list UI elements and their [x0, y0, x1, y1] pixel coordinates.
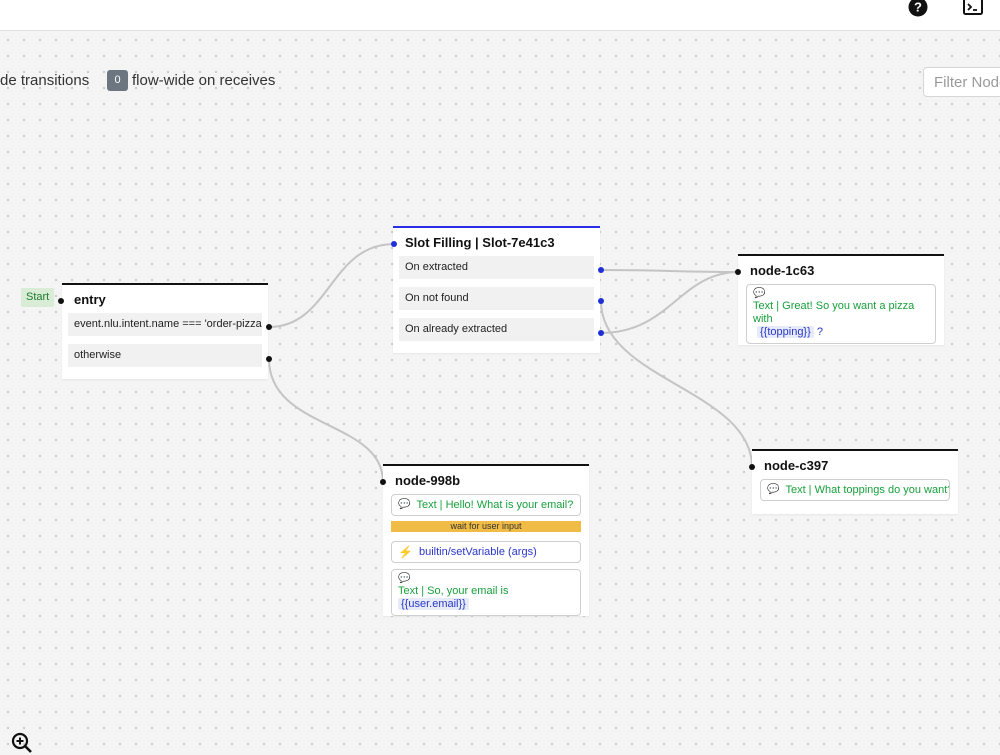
speech-bubble-icon: 💬 [753, 288, 766, 299]
flow-wide-count-badge: 0 [107, 70, 128, 91]
on-not-found-output-handle[interactable] [598, 298, 604, 304]
node-1c63[interactable]: node-1c63 💬 Text | Great! So you want a … [738, 254, 944, 345]
node-title: node-1c63 [750, 263, 815, 278]
node-998b-input-handle[interactable] [380, 479, 386, 485]
node-998b[interactable]: node-998b 💬 Text | Hello! What is your em… [383, 464, 589, 617]
text-content-line: Text | So, your email is [398, 585, 509, 598]
transition-on-not-found[interactable]: On not found [399, 287, 594, 310]
node-header: node-c397 [752, 451, 958, 479]
edge-extracted-to-node-1c63 [600, 269, 740, 273]
on-extracted-output-handle[interactable] [598, 267, 604, 273]
text-content: Text | Hello! What is your email? [416, 499, 574, 511]
text-content-suffix: ? [816, 326, 823, 339]
text-content-card[interactable]: 💬 Text | So, your email is {{user.email}… [391, 569, 581, 617]
text-content-card[interactable]: 💬 Text | Hello! What is your email? [391, 494, 581, 516]
on-already-extracted-output-handle[interactable] [598, 330, 604, 336]
transition-otherwise[interactable]: otherwise [68, 344, 262, 367]
text-content-card[interactable]: 💬 Text | What toppings do you want? [760, 479, 950, 501]
transition-on-already-extracted[interactable]: On already extracted [399, 318, 594, 341]
action-name: builtin/setVariable (args) [418, 546, 537, 558]
svg-text:?: ? [914, 0, 922, 15]
intent-output-handle[interactable] [266, 324, 272, 330]
speech-bubble-icon: 💬 [767, 484, 780, 496]
transition-intent-order-pizza[interactable]: event.nlu.intent.name === 'order-pizza' [68, 313, 262, 336]
node-c397-input-handle[interactable] [749, 464, 755, 470]
transition-on-extracted[interactable]: On extracted [399, 256, 594, 279]
speech-bubble-icon: 💬 [398, 499, 411, 511]
node-header: node-998b [383, 466, 589, 494]
lightning-icon: ⚡ [398, 545, 413, 560]
start-badge: Start [21, 288, 55, 307]
node-c397[interactable]: node-c397 💬 Text | What toppings do you w… [752, 449, 958, 514]
topping-variable: {{topping}} [757, 326, 814, 339]
action-card[interactable]: ⚡ builtin/setVariable (args) [391, 541, 581, 563]
text-content-card[interactable]: 💬 Text | Great! So you want a pizza with… [746, 284, 936, 345]
node-title: node-c397 [764, 458, 829, 473]
edge-already-extracted-to-node-1c63 [600, 271, 740, 334]
entry-input-handle[interactable] [58, 298, 64, 304]
user-email-variable: {{user.email}} [398, 598, 469, 611]
help-icon[interactable]: ? [907, 0, 929, 18]
filter-nodes-input[interactable] [923, 67, 1000, 97]
text-content: Text | What toppings do you want? [785, 484, 950, 496]
node-title: entry [74, 292, 106, 307]
zoom-in-icon[interactable] [10, 731, 34, 755]
edge-otherwise-to-node-998b [268, 358, 384, 483]
slot-input-handle[interactable] [391, 241, 397, 247]
node-title: node-998b [395, 473, 461, 488]
top-bar: ? [0, 0, 1000, 31]
speech-bubble-icon: 💬 [398, 573, 411, 584]
node-slot-filling[interactable]: Slot Filling | Slot-7e41c3 On extracted … [393, 226, 600, 353]
flow-wide-receives-label[interactable]: flow-wide on receives [132, 72, 276, 89]
node-header: entry [62, 285, 268, 313]
text-content-line: Text | Great! So you want a pizza with [753, 300, 915, 326]
wait-for-user-input-bar: wait for user input [391, 521, 581, 532]
node-1c63-input-handle[interactable] [735, 269, 741, 275]
terminal-icon[interactable] [962, 0, 984, 18]
node-transitions-label[interactable]: de transitions [0, 72, 90, 89]
edge-entry-to-slot [268, 243, 395, 328]
edge-not-found-to-node-c397 [600, 300, 753, 468]
node-title: Slot Filling | Slot-7e41c3 [405, 235, 555, 250]
node-header: Slot Filling | Slot-7e41c3 [393, 228, 600, 256]
otherwise-output-handle[interactable] [266, 356, 272, 362]
node-header: node-1c63 [738, 256, 944, 284]
node-entry[interactable]: entry event.nlu.intent.name === 'order-p… [62, 283, 268, 379]
